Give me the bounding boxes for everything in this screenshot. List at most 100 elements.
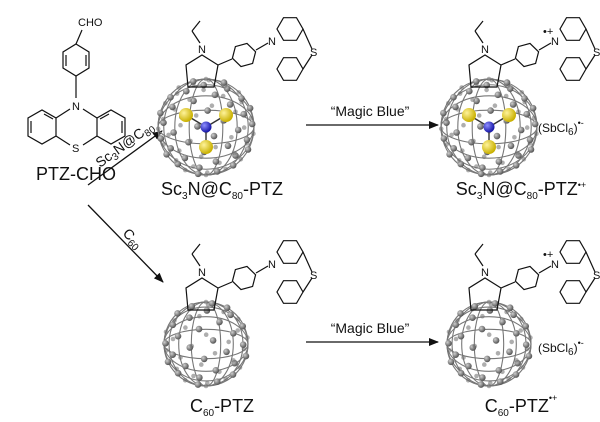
carbon-atom (246, 104, 254, 112)
cho-label: CHO (78, 17, 103, 29)
carbon-atom (484, 87, 489, 93)
carbon-atom (170, 129, 177, 136)
carbon-atom (239, 341, 247, 349)
carbon-atom (186, 314, 193, 322)
carbon-atom (476, 113, 482, 118)
carbon-atom (209, 337, 217, 344)
carbon-atom (464, 154, 472, 162)
carbon-atom (483, 355, 491, 363)
carbon-atom (507, 142, 515, 150)
sc3n-cluster (462, 108, 516, 154)
carbon-atom (512, 162, 520, 169)
carbon-atom (452, 351, 460, 359)
carbon-atom (506, 376, 512, 382)
scandium-atom (502, 108, 516, 122)
carbon-atom (203, 332, 209, 338)
carbon-atom (169, 351, 176, 359)
carbon-atom (466, 87, 473, 95)
ptz-sulfur-label: S (593, 47, 600, 59)
carbon-atom (157, 135, 165, 142)
carbon-atom (512, 371, 520, 378)
c60-cage (162, 299, 250, 389)
carbon-atom (235, 328, 240, 333)
pyrrolidine-ptz-substituent: NNS (185, 17, 317, 88)
carbon-atom (509, 339, 514, 345)
carbon-atom (240, 110, 247, 118)
magic-blue-label-lower: “Magic Blue” (331, 320, 410, 336)
carbon-atom (213, 144, 218, 150)
carbon-atom (499, 318, 506, 326)
carbon-atom (195, 325, 203, 333)
scandium-atom (179, 108, 193, 122)
ptz-sulfur-label: S (310, 270, 317, 282)
carbon-atom (524, 125, 530, 130)
carbon-atom (236, 316, 241, 322)
carbon-atom (445, 340, 452, 347)
carbon-atom (469, 314, 476, 322)
carbon-atom (478, 325, 486, 333)
carbon-atom (496, 378, 504, 386)
carbon-atom (514, 358, 519, 363)
carbon-atom (163, 329, 169, 335)
scandium-atom (199, 140, 213, 154)
carbon-atom (238, 95, 245, 102)
carbon-atom (452, 103, 459, 111)
carbon-atom (457, 332, 465, 340)
carbon-atom (203, 299, 209, 305)
carbon-atom (487, 107, 494, 114)
carbon-atom (519, 90, 525, 95)
carbon-atom (182, 378, 188, 383)
carbon-atom (460, 148, 465, 153)
sc3n-cluster (179, 108, 233, 154)
scandium-atom (219, 108, 233, 122)
carbon-atom (189, 78, 197, 85)
carbon-atom (162, 340, 169, 347)
carbon-atom (155, 126, 161, 132)
carbon-atom (160, 116, 166, 122)
carbon-atom (183, 167, 188, 173)
carbon-atom (465, 378, 471, 383)
carbon-atom (220, 79, 228, 86)
carbon-atom (172, 318, 177, 323)
carbon-atom (200, 355, 208, 363)
carbon-atom (443, 116, 449, 122)
carbon-atom (242, 352, 250, 360)
cluster-nitrogen-atom (483, 121, 495, 133)
sc3n-c80-ptz-structure: NNS (155, 17, 317, 178)
carbon-atom (466, 167, 471, 173)
carbon-atom (223, 304, 231, 312)
carbon-atom (474, 373, 479, 379)
carbon-atom (232, 150, 237, 156)
carbon-atom (241, 125, 247, 130)
arrow-to-c60 (87, 204, 164, 283)
carbon-atom (236, 90, 242, 95)
carbon-atom (523, 110, 530, 118)
carbon-atom (534, 131, 539, 136)
carbon-atom (174, 91, 180, 96)
product-sc3n-ptz-label: Sc3N@C80-PTZ (161, 179, 283, 202)
carbon-atom (212, 351, 218, 356)
carbon-atom (161, 142, 166, 147)
carbon-atom (198, 154, 204, 160)
carbon-atom (531, 115, 537, 121)
carbon-atom (486, 299, 492, 305)
c60-ptz-cation-structure: NN•+S (445, 240, 600, 389)
carbon-atom (466, 325, 471, 330)
carbon-atom (227, 311, 234, 319)
carbon-atom (173, 158, 179, 163)
cluster-nitrogen-atom (200, 121, 212, 133)
scandium-atom (482, 140, 496, 154)
counterion-upper: (SbCl6)•- (538, 118, 584, 138)
carbon-atom (176, 85, 181, 90)
carbon-atom (488, 170, 493, 175)
carbon-atom (471, 303, 479, 310)
carbon-atom (522, 341, 530, 349)
radical-cation-mark: •+ (543, 26, 553, 38)
carbon-atom (239, 322, 246, 330)
carbon-atom (479, 374, 486, 381)
carbon-atom (160, 119, 167, 126)
carbon-atom (495, 367, 503, 374)
carbon-atom (193, 113, 199, 118)
carbon-atom (188, 303, 196, 310)
carbon-atom (494, 91, 502, 99)
